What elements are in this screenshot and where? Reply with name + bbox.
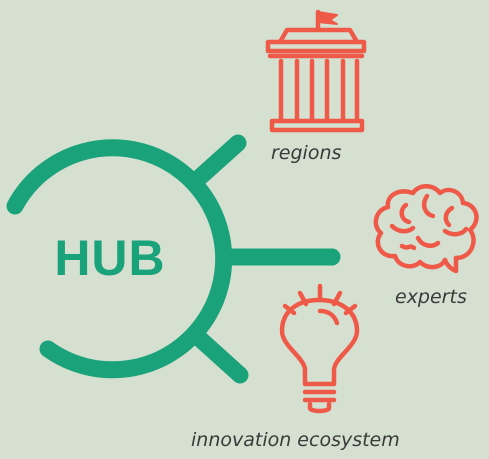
- government-building-icon: [265, 9, 367, 133]
- innovation-ecosystem-label: innovation ecosystem: [191, 429, 400, 451]
- light-bulb-icon: [279, 283, 360, 414]
- brain-icon: [373, 184, 479, 274]
- experts-label: experts: [395, 286, 467, 308]
- spoke-to-regions: [190, 134, 247, 187]
- regions-label: regions: [271, 142, 342, 164]
- spoke-to-innovation: [190, 329, 249, 384]
- hub-label: HUB: [54, 230, 166, 286]
- hub-connector: [6, 134, 341, 384]
- hub-ring: [6, 139, 233, 379]
